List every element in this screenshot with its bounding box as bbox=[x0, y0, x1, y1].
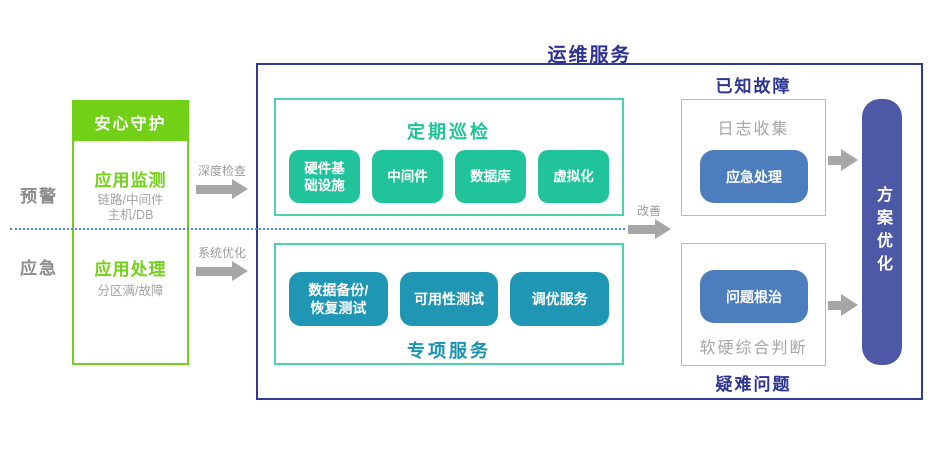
dashed-divider bbox=[10, 228, 625, 230]
special-item-tuning-service: 调优服务 bbox=[510, 272, 610, 326]
known-fault-box: 日志收集 应急处理 bbox=[681, 99, 826, 216]
app-handling-subtitle: 分区满/故障 bbox=[97, 284, 164, 298]
arrow-label-system-optimize: 系统优化 bbox=[197, 246, 246, 260]
deep-check-arrow-icon bbox=[196, 179, 248, 199]
row-label-emergency: 应急 bbox=[20, 259, 58, 278]
guard-panel: 安心守护 应用监测 链路/中间件 主机/DB 应用处理 分区满/故障 bbox=[72, 100, 189, 365]
solution-optimization-label: 方案优化 bbox=[874, 186, 891, 278]
improve-arrow-icon bbox=[628, 219, 671, 239]
inspection-item-middleware: 中间件 bbox=[372, 150, 443, 203]
hard-problem-box: 问题根治 软硬综合判断 bbox=[681, 243, 826, 366]
problem-eradication-chip: 问题根治 bbox=[700, 270, 808, 323]
app-monitoring-title: 应用监测 bbox=[94, 171, 167, 190]
guard-panel-header: 安心守护 bbox=[74, 102, 187, 141]
special-item-availability-test: 可用性测试 bbox=[399, 272, 499, 326]
special-service-group: 数据备份/ 恢复测试 可用性测试 调优服务 专项服务 bbox=[274, 243, 624, 365]
known-fault-title: 已知故障 bbox=[715, 77, 792, 96]
special-service-title: 专项服务 bbox=[407, 341, 491, 361]
app-handling-title: 应用处理 bbox=[94, 260, 167, 279]
system-optimize-arrow-icon bbox=[196, 261, 248, 281]
ops-service-title: 运维服务 bbox=[547, 45, 632, 66]
periodic-inspection-group: 定期巡检 硬件基 础设施 中间件 数据库 虚拟化 bbox=[274, 98, 624, 216]
inspection-item-virtualization: 虚拟化 bbox=[538, 150, 609, 203]
hard-problem-to-pill-arrow-icon bbox=[828, 294, 858, 316]
arrow-label-deep-check: 深度检查 bbox=[197, 164, 246, 178]
emergency-handling-chip: 应急处理 bbox=[700, 150, 808, 203]
log-collection-caption: 日志收集 bbox=[717, 121, 790, 138]
inspection-item-database: 数据库 bbox=[455, 150, 526, 203]
known-fault-to-pill-arrow-icon bbox=[828, 149, 858, 171]
app-monitoring-subtitle: 链路/中间件 主机/DB bbox=[97, 193, 164, 222]
special-items-row: 数据备份/ 恢复测试 可用性测试 调优服务 bbox=[289, 272, 610, 326]
inspection-item-hardware: 硬件基 础设施 bbox=[289, 150, 360, 203]
hard-problem-title: 疑难问题 bbox=[715, 375, 792, 394]
arrow-label-improve: 改善 bbox=[636, 204, 661, 218]
judgment-caption: 软硬综合判断 bbox=[699, 340, 808, 357]
solution-optimization-pill: 方案优化 bbox=[862, 99, 902, 365]
periodic-inspection-title: 定期巡检 bbox=[407, 122, 491, 142]
row-label-early-warning: 预警 bbox=[20, 187, 58, 206]
inspection-items-row: 硬件基 础设施 中间件 数据库 虚拟化 bbox=[289, 150, 609, 203]
special-item-backup-recovery: 数据备份/ 恢复测试 bbox=[289, 272, 388, 326]
